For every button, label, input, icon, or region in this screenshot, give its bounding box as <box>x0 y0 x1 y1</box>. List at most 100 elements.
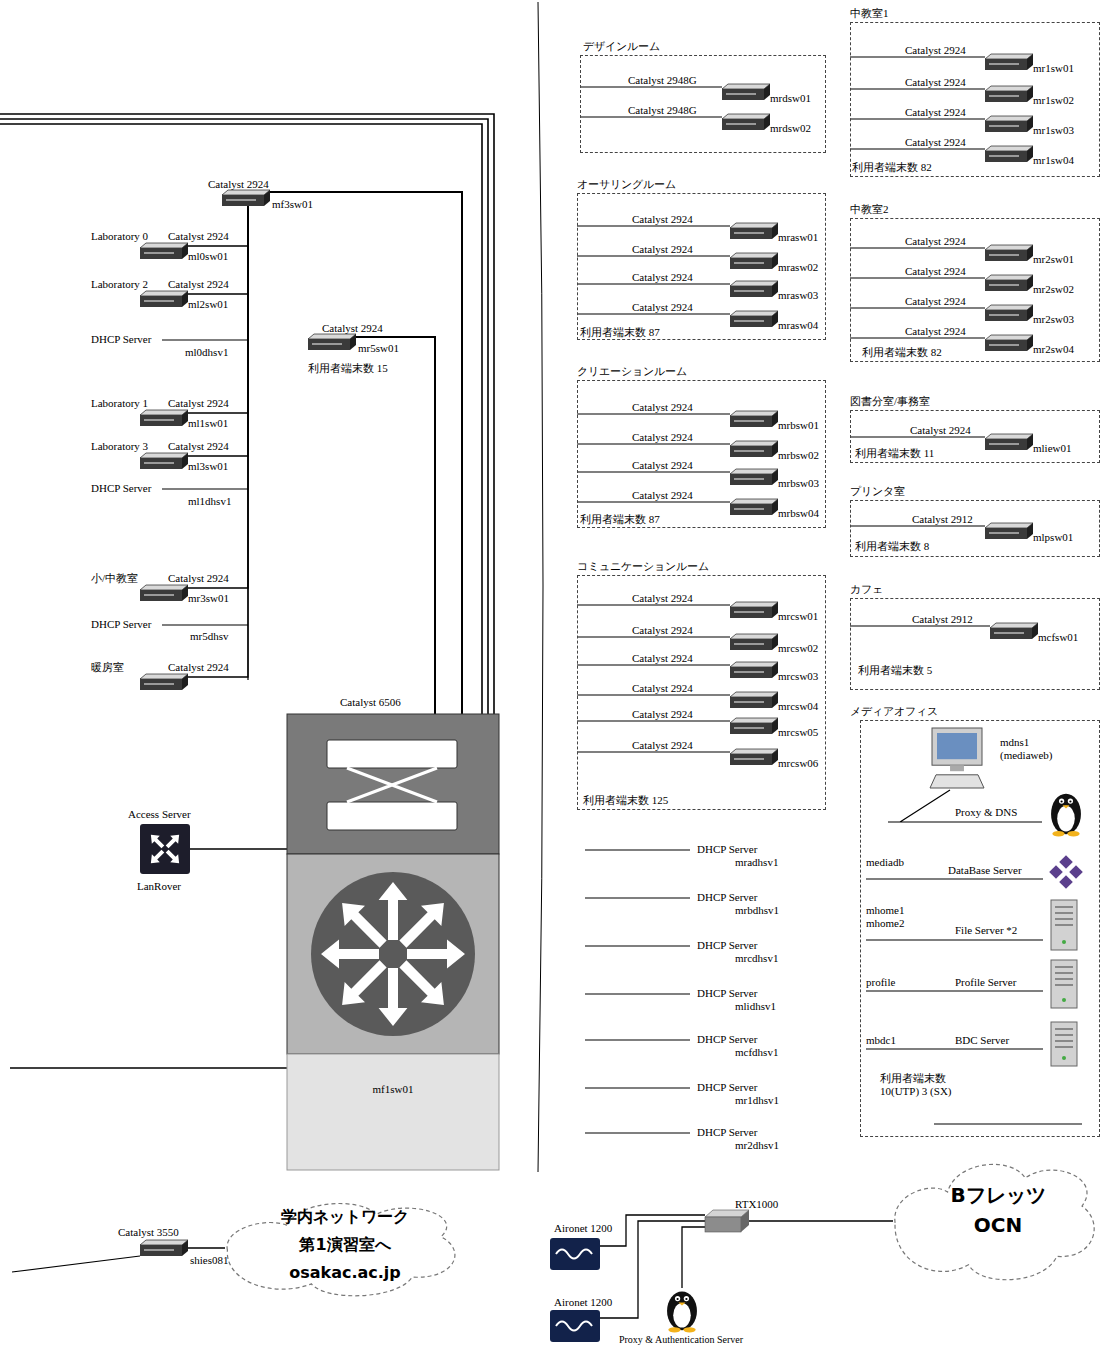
node-label: 利用者端末数 87 <box>580 513 660 526</box>
sw-icon <box>182 1240 188 1256</box>
node-label: mrasw03 <box>778 289 818 302</box>
sw-icon <box>985 523 1033 539</box>
node-label: BDC Server <box>955 1034 1009 1047</box>
lead-line <box>580 116 722 117</box>
srv-icon <box>1047 1022 1081 1066</box>
node-label: Catalyst 2924 <box>905 235 966 248</box>
lead-line <box>850 88 985 89</box>
room-heading: プリンタ室 <box>850 485 905 498</box>
node-label: mr1sw04 <box>1033 154 1074 167</box>
lead-line <box>577 664 730 665</box>
node-label: mrcsw03 <box>778 670 818 683</box>
sw-icon <box>1027 305 1033 321</box>
server-label: DHCP Server <box>697 891 757 904</box>
server-label: mlidhsv1 <box>735 1000 776 1013</box>
sw-icon <box>734 262 764 264</box>
node-label: 利用者端末数 82 <box>852 161 932 174</box>
srv-icon <box>1055 924 1073 926</box>
sw-icon <box>734 478 764 480</box>
rtx-icon <box>705 1217 741 1232</box>
sw-icon <box>182 410 188 426</box>
peng-icon <box>1062 805 1069 808</box>
sw-icon <box>222 190 270 206</box>
node-label: mf3sw01 <box>272 198 313 211</box>
sw-icon <box>730 692 778 697</box>
node-label: mrasw01 <box>778 231 818 244</box>
sw-icon <box>734 643 764 645</box>
server-label: DHCP Server <box>697 939 757 952</box>
sw-icon <box>140 674 188 690</box>
sw-icon <box>730 311 778 316</box>
sw-icon <box>1027 116 1033 132</box>
sw-icon <box>730 228 772 239</box>
node-label: Catalyst 2924 <box>168 572 229 585</box>
node-label: 利用者端末数 11 <box>855 447 934 460</box>
sw-icon <box>308 334 356 339</box>
switch-chassis <box>379 968 408 1026</box>
node-label: mrbsw02 <box>778 449 819 462</box>
peng-icon <box>1057 806 1075 832</box>
sw-icon <box>730 697 772 708</box>
device-node: mediadbDataBase Server <box>864 848 1096 894</box>
switch-chassis <box>393 893 454 954</box>
server-label: DHCP Server <box>697 1126 757 1139</box>
sw-icon <box>990 628 1032 639</box>
device-node: Catalyst 2924mrasw02 <box>630 241 830 275</box>
sw-icon <box>1027 54 1033 70</box>
divider-line <box>538 2 543 1172</box>
server-label: mr2dhsv1 <box>735 1139 779 1152</box>
sw-icon <box>140 291 188 296</box>
node-label: mr2sw03 <box>1033 313 1074 326</box>
sw-icon <box>989 125 1019 127</box>
device-node: mhome1 mhome2File Server *2 <box>864 898 1096 954</box>
lead-line <box>577 751 730 752</box>
switch-chassis <box>287 714 499 854</box>
device-node: Catalyst 2924mrbsw03 <box>630 457 830 491</box>
sw-icon <box>730 718 778 734</box>
lead-line <box>850 118 985 119</box>
sw-icon <box>1027 86 1033 102</box>
node-label: mdns1 (mediaweb) <box>1000 736 1060 761</box>
node-label: mrasw04 <box>778 319 818 332</box>
sw-icon <box>772 692 778 708</box>
peng-icon <box>667 1292 697 1331</box>
sw-icon <box>990 623 1038 628</box>
device-node: Catalyst 2912mcfsw01 <box>910 611 1090 645</box>
node-label: mrbsw01 <box>778 419 819 432</box>
node-label: Catalyst 2948G <box>628 104 697 117</box>
sw-icon <box>772 223 778 239</box>
node-label: mr2sw01 <box>1033 253 1074 266</box>
sw-icon <box>734 758 764 760</box>
node-label: mliew01 <box>1033 442 1072 455</box>
node-label: Laboratory 3 <box>91 440 148 453</box>
node-label: Catalyst 2912 <box>912 613 973 626</box>
sw-icon <box>989 254 1019 256</box>
device-node: Catalyst 2912mlpsw01 <box>910 511 1085 545</box>
node-label: Catalyst 2924 <box>632 401 693 414</box>
sw-icon <box>985 280 1027 291</box>
sw-icon <box>985 245 1033 250</box>
room-group: 中教室1利用者端末数 82Catalyst 2924mr1sw01Catalys… <box>850 22 1100 177</box>
srv-icon <box>1055 1046 1073 1048</box>
sw-icon <box>730 469 778 474</box>
server-label: ml1dhsv1 <box>188 495 231 508</box>
node-label: mr1sw02 <box>1033 94 1074 107</box>
node-label: mhome1 mhome2 <box>866 904 910 929</box>
sw-icon <box>989 155 1019 157</box>
sw-icon <box>985 523 1033 528</box>
sw-icon <box>730 286 772 297</box>
switch-chassis <box>287 714 499 1170</box>
sw-icon <box>182 291 188 307</box>
sw-icon <box>772 749 778 765</box>
device-node: Catalyst 3550shies081 <box>116 1224 241 1268</box>
lead-line <box>580 86 722 87</box>
uplink-line <box>12 1256 140 1272</box>
sw-icon <box>182 453 188 469</box>
sun-icon <box>1046 852 1086 892</box>
network-cloud: 学内ネットワーク第1演習室へosakac.ac.jp <box>225 1192 465 1304</box>
srv-icon <box>1051 900 1077 950</box>
node-label: Catalyst 3550 <box>118 1226 179 1239</box>
device-node: Catalyst 2924mf3sw01 <box>206 176 321 212</box>
lead-line <box>577 443 730 444</box>
